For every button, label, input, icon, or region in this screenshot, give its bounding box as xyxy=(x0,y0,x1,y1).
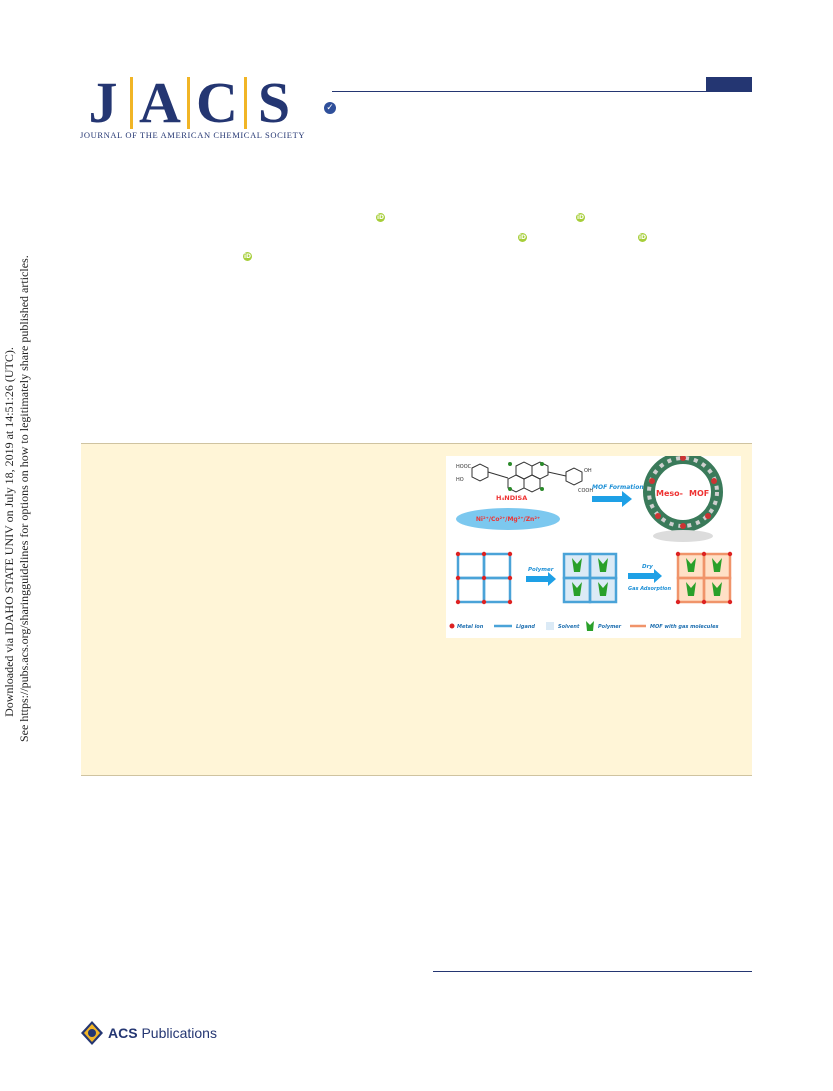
metal-nodes xyxy=(455,551,513,605)
mof-formation-label: MOF Formation xyxy=(592,484,644,491)
orcid-icon[interactable]: iD xyxy=(638,233,647,242)
logo-divider xyxy=(130,77,133,129)
hooc-label: HOOC xyxy=(456,464,472,470)
metal-ions: Ni²⁺/Co²⁺/Mg²⁺/Zn²⁺ xyxy=(476,516,540,523)
header-rule xyxy=(332,91,752,92)
footer-rule xyxy=(433,971,752,972)
gas-adsorption-label: Gas Adsorption xyxy=(628,586,671,592)
arrow-icon xyxy=(628,569,662,583)
oxygen-atom xyxy=(508,462,512,466)
polymer-step-label: Polymer xyxy=(528,567,554,573)
logo-letter-s: S xyxy=(257,70,291,135)
oxygen-atom xyxy=(540,462,544,466)
legend-polymer: Polymer xyxy=(598,624,622,630)
header-tab xyxy=(706,77,752,92)
journal-logo-letters: J A C S xyxy=(80,70,297,136)
oxygen-atom xyxy=(540,487,544,491)
ligand-name: H₄NDISA xyxy=(496,494,527,502)
logo-letter-c: C xyxy=(196,70,238,135)
logo-divider xyxy=(244,77,247,129)
meso-mof-ring xyxy=(643,456,723,532)
dry-step-label: Dry xyxy=(642,564,653,570)
logo-divider xyxy=(187,77,190,129)
publications-label: Publications xyxy=(141,1025,217,1041)
metal-ellipse xyxy=(456,508,560,530)
acs-logo-icon xyxy=(81,1021,103,1045)
download-notice: Downloaded via IDAHO STATE UNIV on July … xyxy=(2,255,42,742)
oxygen-atom xyxy=(508,487,512,491)
arrow-icon xyxy=(592,491,632,507)
acs-publications-text: ACS Publications xyxy=(108,1025,217,1041)
legend-metal-ion-swatch xyxy=(449,623,455,629)
legend-metal-ion: Metal ion xyxy=(457,624,484,630)
journal-logo: J A C S ✓ JOURNAL OF THE AMERICAN CHEMIC… xyxy=(80,70,340,150)
download-notice-line-1: Downloaded via IDAHO STATE UNIV on July … xyxy=(2,347,16,717)
acs-label: ACS xyxy=(108,1025,138,1041)
empty-framework-panel xyxy=(456,552,512,604)
legend-mof-gas: MOF with gas molecules xyxy=(650,624,718,630)
toc-graphic-svg: HOOC HO OH COOH H₄NDISA Ni²⁺/Co²⁺/Mg²⁺/Z… xyxy=(449,456,733,631)
ring-reflection xyxy=(653,530,713,542)
orcid-icon[interactable]: iD xyxy=(576,213,585,222)
polymer-framework-panel xyxy=(562,552,618,604)
cooh-label: COOH xyxy=(578,488,593,494)
ligand-structure xyxy=(471,461,583,493)
toc-graphic: HOOC HO OH COOH H₄NDISA Ni²⁺/Co²⁺/Mg²⁺/Z… xyxy=(446,456,741,638)
mof-label: MOF xyxy=(689,489,709,498)
logo-letter-j: J xyxy=(88,70,118,135)
arrow-icon xyxy=(526,572,556,586)
orcid-icon[interactable]: iD xyxy=(518,233,527,242)
ho-label: HO xyxy=(456,477,464,483)
legend-solvent: Solvent xyxy=(558,624,580,630)
orcid-icon[interactable]: iD xyxy=(243,252,252,261)
download-notice-line-2[interactable]: See https://pubs.acs.org/sharingguidelin… xyxy=(17,255,31,742)
oh-label: OH xyxy=(584,468,592,474)
journal-full-name: JOURNAL OF THE AMERICAN CHEMICAL SOCIETY xyxy=(80,130,306,140)
legend-polymer-swatch xyxy=(586,621,594,631)
gas-framework-panel xyxy=(675,551,733,605)
orcid-icon[interactable]: iD xyxy=(376,213,385,222)
toc-legend: Metal ion Ligand Solvent Polymer MOF wit… xyxy=(449,621,718,631)
acs-publications-logo[interactable]: ACS Publications xyxy=(80,1018,217,1048)
legend-solvent-swatch xyxy=(546,622,554,630)
meso-label: Meso- xyxy=(656,489,683,498)
checkmark-icon: ✓ xyxy=(324,102,336,114)
legend-ligand: Ligand xyxy=(516,624,535,630)
logo-letter-a: A xyxy=(139,70,181,135)
